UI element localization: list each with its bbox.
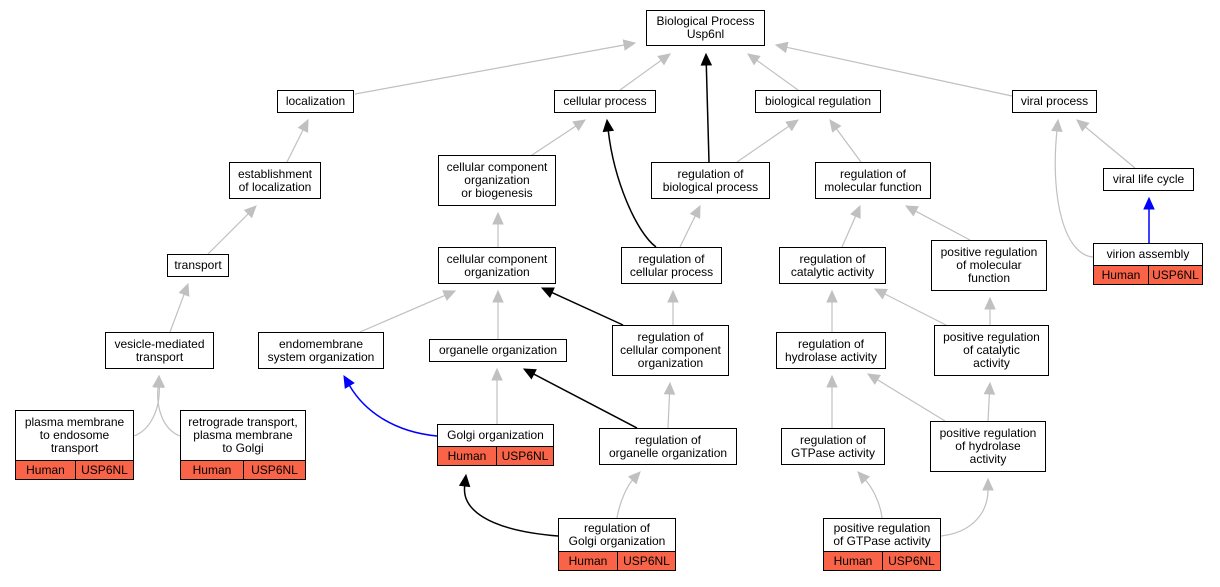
edge-positive-regulation-of-gtpase-activity-to-regulation-of-gtpase-activity [857, 471, 883, 519]
node-regulation-of-golgi-organization[interactable]: regulation of Golgi organization [558, 518, 676, 552]
edge-regulation-of-catalytic-activity-to-regulation-of-molecular-function [841, 204, 861, 248]
edge-viral-life-cycle-to-viral-process [1076, 119, 1136, 169]
node-transport[interactable]: transport [167, 254, 229, 277]
species-tag[interactable]: Human [192, 463, 232, 477]
species-tag[interactable]: Human [1101, 268, 1141, 282]
edge-regulation-of-golgi-organization-to-golgi-organization [458, 473, 559, 537]
annotation-row-positive-regulation-of-gtpase-activity: Human USP6NL [823, 551, 941, 571]
species-tag[interactable]: Human [833, 554, 873, 568]
edge-vesicle-mediated-transport-to-transport [169, 282, 190, 333]
edge-regulation-of-cellular-component-organization-to-cellular-component-organization [540, 287, 624, 326]
edge-positive-regulation-of-catalytic-activity-to-positive-regulation-of-molecular-function [984, 296, 996, 325]
species-tag[interactable]: Human [568, 554, 608, 568]
edge-positive-regulation-of-catalytic-activity-to-regulation-of-catalytic-activity [873, 288, 947, 326]
edge-golgi-organization-to-endomembrane-system-organization [343, 374, 438, 437]
node-regulation-of-catalytic-activity[interactable]: regulation of catalytic activity [779, 247, 886, 284]
edge-endomembrane-system-organization-to-cellular-component-organization [359, 290, 457, 333]
species-tag[interactable]: Human [447, 449, 487, 463]
edge-positive-regulation-of-molecular-function-to-regulation-of-molecular-function [904, 205, 971, 241]
edge-cellular-component-organization-to-ccob [492, 211, 504, 247]
node-retrograde-transport[interactable]: retrograde transport, plasma membrane to… [180, 410, 306, 461]
edge-regulation-of-golgi-organization-to-regulation-of-organelle-organization [616, 471, 641, 519]
edge-cellular-process-to-bp-root [619, 53, 671, 91]
node-regulation-of-gtpase-activity[interactable]: regulation of GTPase activity [781, 428, 885, 465]
gene-tag[interactable]: USP6NL [74, 461, 133, 479]
edge-regulation-of-cellular-process-to-regulation-of-biological-process [679, 204, 701, 248]
edge-regulation-of-organelle-organization-to-regulation-of-cellular-component-organization [663, 381, 676, 429]
edge-localization-to-bp-root [354, 39, 637, 95]
species-tag[interactable]: Human [26, 463, 65, 477]
node-endomembrane-system-organization[interactable]: endomembrane system organization [258, 332, 384, 369]
node-vesicle-mediated-transport[interactable]: vesicle-mediated transport [105, 332, 214, 369]
node-regulation-of-organelle-organization[interactable]: regulation of organelle organization [599, 428, 737, 465]
edge-positive-regulation-of-hydrolase-activity-to-positive-regulation-of-catalytic-activity [983, 381, 996, 422]
node-cellular-process[interactable]: cellular process [554, 90, 656, 113]
node-positive-regulation-of-gtpase-activity[interactable]: positive regulation of GTPase activity [823, 518, 941, 552]
annotation-row-virion-assembly: Human USP6NL [1093, 265, 1203, 285]
node-regulation-of-hydrolase-activity[interactable]: regulation of hydrolase activity [776, 332, 886, 369]
edge-regulation-of-molecular-function-to-biological-regulation [829, 119, 862, 163]
annotation-row-retrograde-transport: Human USP6NL [180, 460, 306, 480]
node-ccob[interactable]: cellular component organization or bioge… [438, 155, 556, 206]
edge-regulation-of-organelle-organization-to-organelle-organization [522, 368, 638, 429]
edge-regulation-of-gtpase-activity-to-regulation-of-hydrolase-activity [826, 374, 838, 428]
edge-regulation-of-hydrolase-activity-to-regulation-of-catalytic-activity [826, 289, 838, 332]
edge-biological-regulation-to-bp-root [747, 53, 799, 91]
node-virion-assembly[interactable]: virion assembly [1093, 243, 1203, 266]
node-regulation-of-cellular-component-organization[interactable]: regulation of cellular component organiz… [612, 325, 729, 376]
node-regulation-of-biological-process[interactable]: regulation of biological process [651, 162, 770, 199]
annotation-row-golgi-organization: Human USP6NL [437, 446, 554, 466]
edge-regulation-of-biological-process-to-biological-regulation [736, 119, 799, 163]
node-cellular-component-organization[interactable]: cellular component organization [438, 247, 556, 284]
node-regulation-of-molecular-function[interactable]: regulation of molecular function [815, 162, 931, 199]
gene-tag[interactable]: USP6NL [881, 552, 940, 570]
edge-establishment-of-localization-to-localization [286, 118, 309, 163]
edge-virion-assembly-to-viral-process [1051, 118, 1094, 258]
edge-regulation-of-cellular-process-to-cellular-process [602, 118, 657, 248]
node-positive-regulation-of-molecular-function[interactable]: positive regulation of molecular functio… [931, 240, 1047, 291]
edge-positive-regulation-of-gtpase-activity-to-positive-regulation-of-hydrolase-activity [940, 477, 994, 537]
node-positive-regulation-of-hydrolase-activity[interactable]: positive regulation of hydrolase activit… [930, 421, 1046, 472]
node-plasma-membrane-to-endosome-transport[interactable]: plasma membrane to endosome transport [15, 410, 134, 461]
edge-organelle-organization-to-cellular-component-organization [492, 289, 504, 339]
edge-regulation-of-cellular-component-organization-to-regulation-of-cellular-process [667, 289, 679, 325]
node-localization[interactable]: localization [277, 90, 354, 113]
edge-transport-to-establishment-of-localization [207, 205, 257, 255]
node-organelle-organization[interactable]: organelle organization [429, 339, 567, 362]
gene-tag[interactable]: USP6NL [1147, 266, 1202, 284]
annotation-row-regulation-of-golgi-organization: Human USP6NL [558, 551, 676, 571]
edge-golgi-organization-to-organelle-organization [491, 367, 503, 424]
gene-tag[interactable]: USP6NL [616, 552, 675, 570]
node-biological-regulation[interactable]: biological regulation [755, 90, 881, 113]
edge-virion-assembly-to-viral-life-cycle [1143, 196, 1155, 243]
edge-regulation-of-biological-process-to-bp-root [700, 52, 713, 163]
edge-positive-regulation-of-hydrolase-activity-to-regulation-of-hydrolase-activity [866, 373, 946, 422]
edge-retrograde-transport-to-vesicle-mediated-transport [152, 374, 181, 437]
node-positive-regulation-of-catalytic-activity[interactable]: positive regulation of catalytic activit… [934, 325, 1049, 376]
node-viral-life-cycle[interactable]: viral life cycle [1103, 168, 1194, 191]
gene-tag[interactable]: USP6NL [242, 461, 305, 479]
edge-ccob-to-cellular-process [531, 119, 587, 156]
gene-tag[interactable]: USP6NL [495, 447, 553, 465]
node-establishment-of-localization[interactable]: establishment of localization [229, 162, 321, 199]
node-bp-root[interactable]: Biological Process Usp6nl [646, 10, 765, 46]
node-viral-process[interactable]: viral process [1012, 90, 1097, 113]
node-regulation-of-cellular-process[interactable]: regulation of cellular process [621, 247, 722, 284]
edge-viral-process-to-bp-root [774, 41, 1013, 97]
annotation-row-plasma-membrane-to-endosome-transport: Human USP6NL [15, 460, 134, 480]
node-golgi-organization[interactable]: Golgi organization [437, 424, 554, 447]
